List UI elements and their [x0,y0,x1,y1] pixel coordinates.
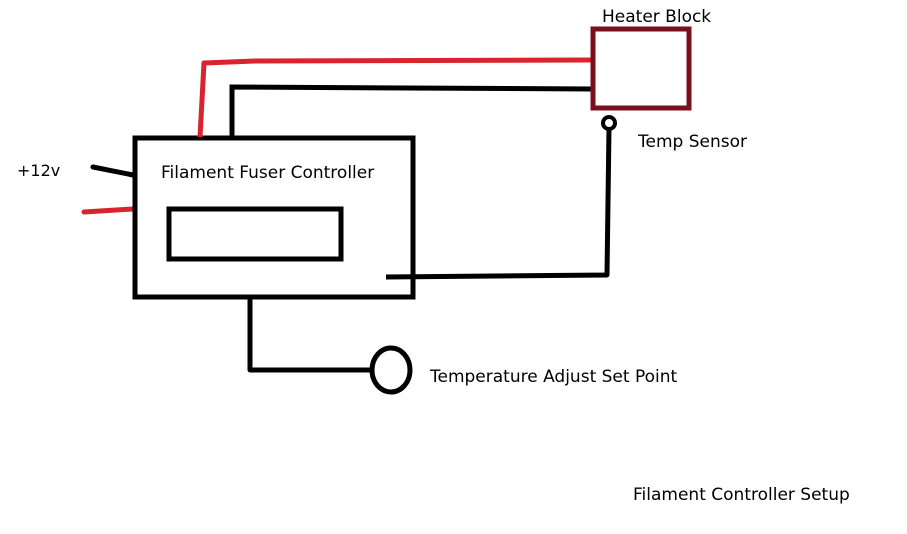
controller-label: Filament Fuser Controller [161,163,374,183]
setpoint-wire [247,298,373,373]
controller-display [166,206,344,262]
sensor-wire [385,127,612,280]
heater-block [590,26,692,111]
heater-wire-red [197,57,593,138]
controller-box [132,135,416,300]
power-wire-red [81,206,136,215]
heater-label: Heater Block [602,7,711,27]
power-wire-black [90,164,136,178]
diagram-title: Filament Controller Setup [633,485,850,505]
heater-wire-black [229,84,593,137]
sensor-label: Temp Sensor [637,132,747,152]
setpoint-label: Temperature Adjust Set Point [429,367,677,387]
setpoint-knob [369,345,413,395]
power-label: +12v [17,161,60,180]
